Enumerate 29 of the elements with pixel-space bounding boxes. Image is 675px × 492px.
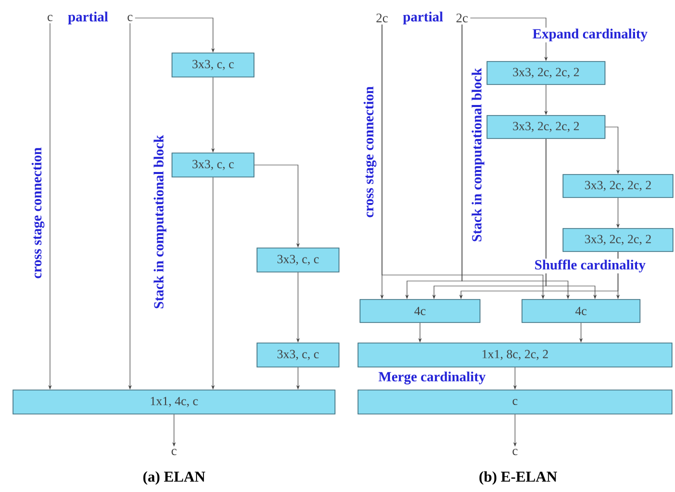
caption: (b) E-ELAN xyxy=(479,471,558,485)
layer-box: 3x3, 2c, 2c, 2 xyxy=(486,61,606,85)
layer-box: 3x3, 2c, 2c, 2 xyxy=(562,174,674,198)
channel-label: 2c xyxy=(456,14,468,22)
channel-label: c xyxy=(128,14,132,22)
layer-box: 1x1, 4c, c xyxy=(12,390,336,414)
annotation: cross stage connection xyxy=(32,147,44,278)
layer-box: 1x1, 8c, 2c, 2 xyxy=(358,342,672,368)
annotation: partial xyxy=(68,12,108,24)
layer-box: 4c xyxy=(360,299,480,323)
layer-box: 4c xyxy=(522,299,640,323)
channel-label: c xyxy=(512,448,518,456)
channel-label: c xyxy=(48,14,52,22)
layer-box: 3x3, c, c xyxy=(172,52,254,78)
layer-box: 3x3, c, c xyxy=(256,342,340,368)
channel-label: c xyxy=(172,448,176,456)
layer-box: c xyxy=(358,390,672,414)
layer-box: 3x3, 2c, 2c, 2 xyxy=(562,228,674,252)
annotation: Shuffle cardinality xyxy=(533,258,647,274)
channel-label: 2c xyxy=(376,14,388,22)
annotation: Expand cardinality xyxy=(531,28,649,42)
annotation: Stack in computational block xyxy=(472,68,484,242)
caption: (a) ELAN xyxy=(143,471,206,485)
annotation: cross stage connection xyxy=(364,86,376,218)
annotation: partial xyxy=(403,12,443,24)
layer-box: 3x3, c, c xyxy=(172,152,254,178)
annotation: Merge cardinality xyxy=(377,370,487,386)
layer-box: 3x3, 2c, 2c, 2 xyxy=(486,115,606,139)
layer-box: 3x3, c, c xyxy=(256,248,340,272)
